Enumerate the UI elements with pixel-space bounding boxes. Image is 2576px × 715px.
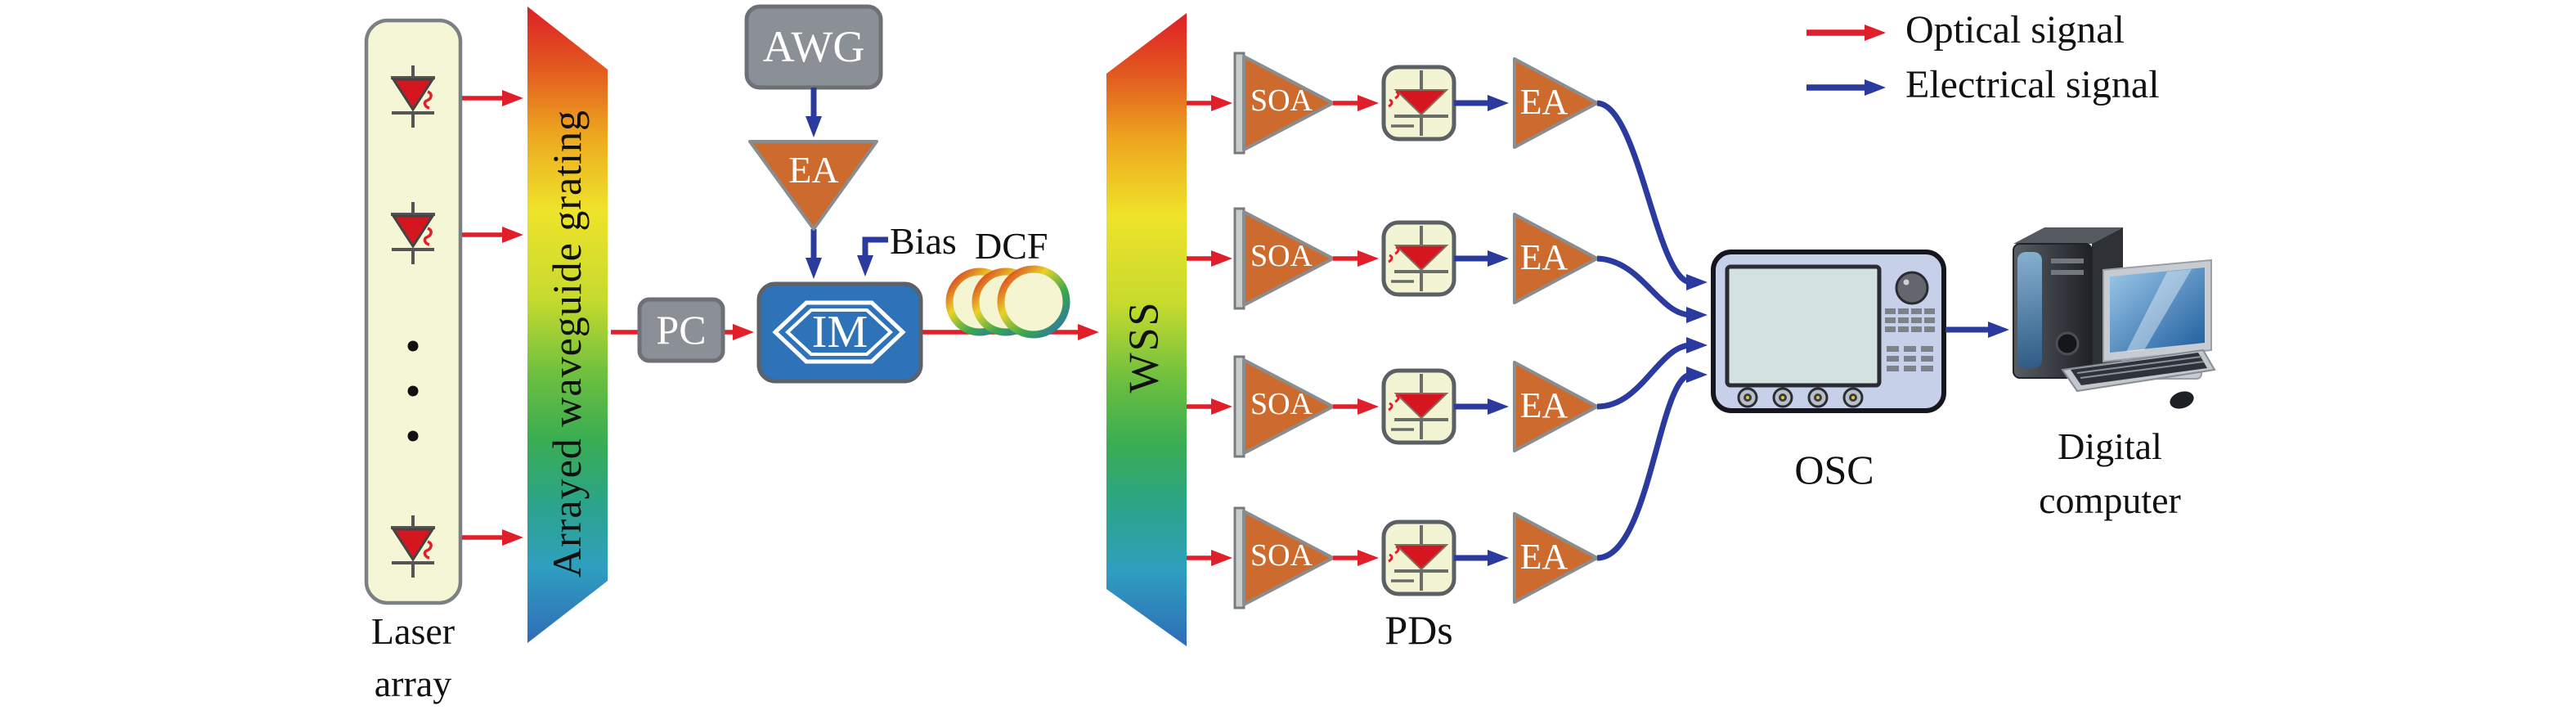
- legend-arrows: [1806, 25, 1886, 96]
- soa-label: SOA: [1250, 239, 1313, 273]
- arrayed-waveguide-grating-shape: [527, 7, 608, 643]
- laser-array-panel: [364, 18, 463, 605]
- soa-label: SOA: [1250, 538, 1313, 573]
- electrical-links-chain: [806, 88, 888, 279]
- laser-array-label-line1: Laser: [370, 610, 456, 652]
- osc-knob: [1895, 271, 1929, 305]
- intensity-modulator-box: [756, 281, 923, 384]
- im-box-label: IM: [811, 307, 868, 358]
- ea-triangle: [1513, 512, 1599, 604]
- photodiode-icon: [1384, 223, 1454, 295]
- pc-box: [637, 297, 725, 363]
- computer-label-line2: computer: [2039, 479, 2181, 521]
- branch-ea-label: EA: [1519, 385, 1568, 425]
- desktop-computer-icon: [2013, 227, 2216, 409]
- electrical-curve-to-osc: [1596, 337, 1708, 410]
- osc-label: OSC: [1794, 447, 1874, 492]
- soa-label: SOA: [1250, 387, 1313, 421]
- branch-row: [1187, 337, 1708, 458]
- soa-triangle: [1242, 510, 1335, 606]
- photodiode-icon: [1384, 371, 1454, 443]
- soa-triangle: [1242, 55, 1335, 151]
- ellipsis-dots-icon: [407, 340, 419, 442]
- branch-row: [1187, 52, 1708, 290]
- soa-triangle: [1242, 210, 1335, 307]
- branch-row: [1187, 366, 1708, 609]
- optical-links-laser-to-awg: [462, 90, 523, 546]
- electrical-curve-to-osc: [1596, 255, 1708, 323]
- soa-triangle: [1242, 358, 1335, 455]
- osc-button-grid: [1885, 308, 1935, 371]
- branch-ea-label: EA: [1519, 237, 1568, 277]
- wss-label: WSS: [1120, 300, 1168, 393]
- wss-shape: [1106, 13, 1187, 646]
- bias-label: Bias: [890, 220, 957, 262]
- ea-triangle: [1513, 57, 1599, 149]
- computer-label-line1: Digital: [2058, 425, 2162, 467]
- dcf-fiber-coil-icon: [945, 265, 1070, 339]
- laser-array-label-line2: array: [374, 663, 452, 704]
- awg-box-label: AWG: [762, 22, 865, 72]
- photodiode-icon: [1384, 522, 1454, 594]
- ea-triangle: [1513, 213, 1599, 304]
- bias-feed-line: [857, 236, 888, 277]
- pds-label: PDs: [1384, 607, 1453, 653]
- pc-box-label: PC: [656, 307, 707, 353]
- drive-ea-label: EA: [788, 148, 839, 191]
- osc-bnc-connectors: [1737, 387, 1864, 408]
- oscilloscope-icon: [1711, 250, 1946, 413]
- awg-grating-label: Arrayed waveguide grating: [543, 110, 590, 578]
- photodiode-icon: [1384, 67, 1454, 139]
- dcf-label: DCF: [975, 225, 1048, 267]
- mouse: [2170, 391, 2194, 409]
- branch-ea-label: EA: [1519, 82, 1568, 122]
- legend-optical-label: Optical signal: [1905, 8, 2125, 52]
- legend-electrical-label: Electrical signal: [1905, 63, 2160, 106]
- ea-triangle: [1513, 361, 1599, 452]
- drive-amplifier-triangle: [748, 140, 878, 231]
- electrical-curve-to-osc: [1596, 366, 1708, 561]
- soa-label: SOA: [1250, 83, 1313, 118]
- branch-ea-label: EA: [1519, 537, 1568, 577]
- electrical-curve-to-osc: [1596, 100, 1708, 290]
- branch-row: [1187, 207, 1708, 323]
